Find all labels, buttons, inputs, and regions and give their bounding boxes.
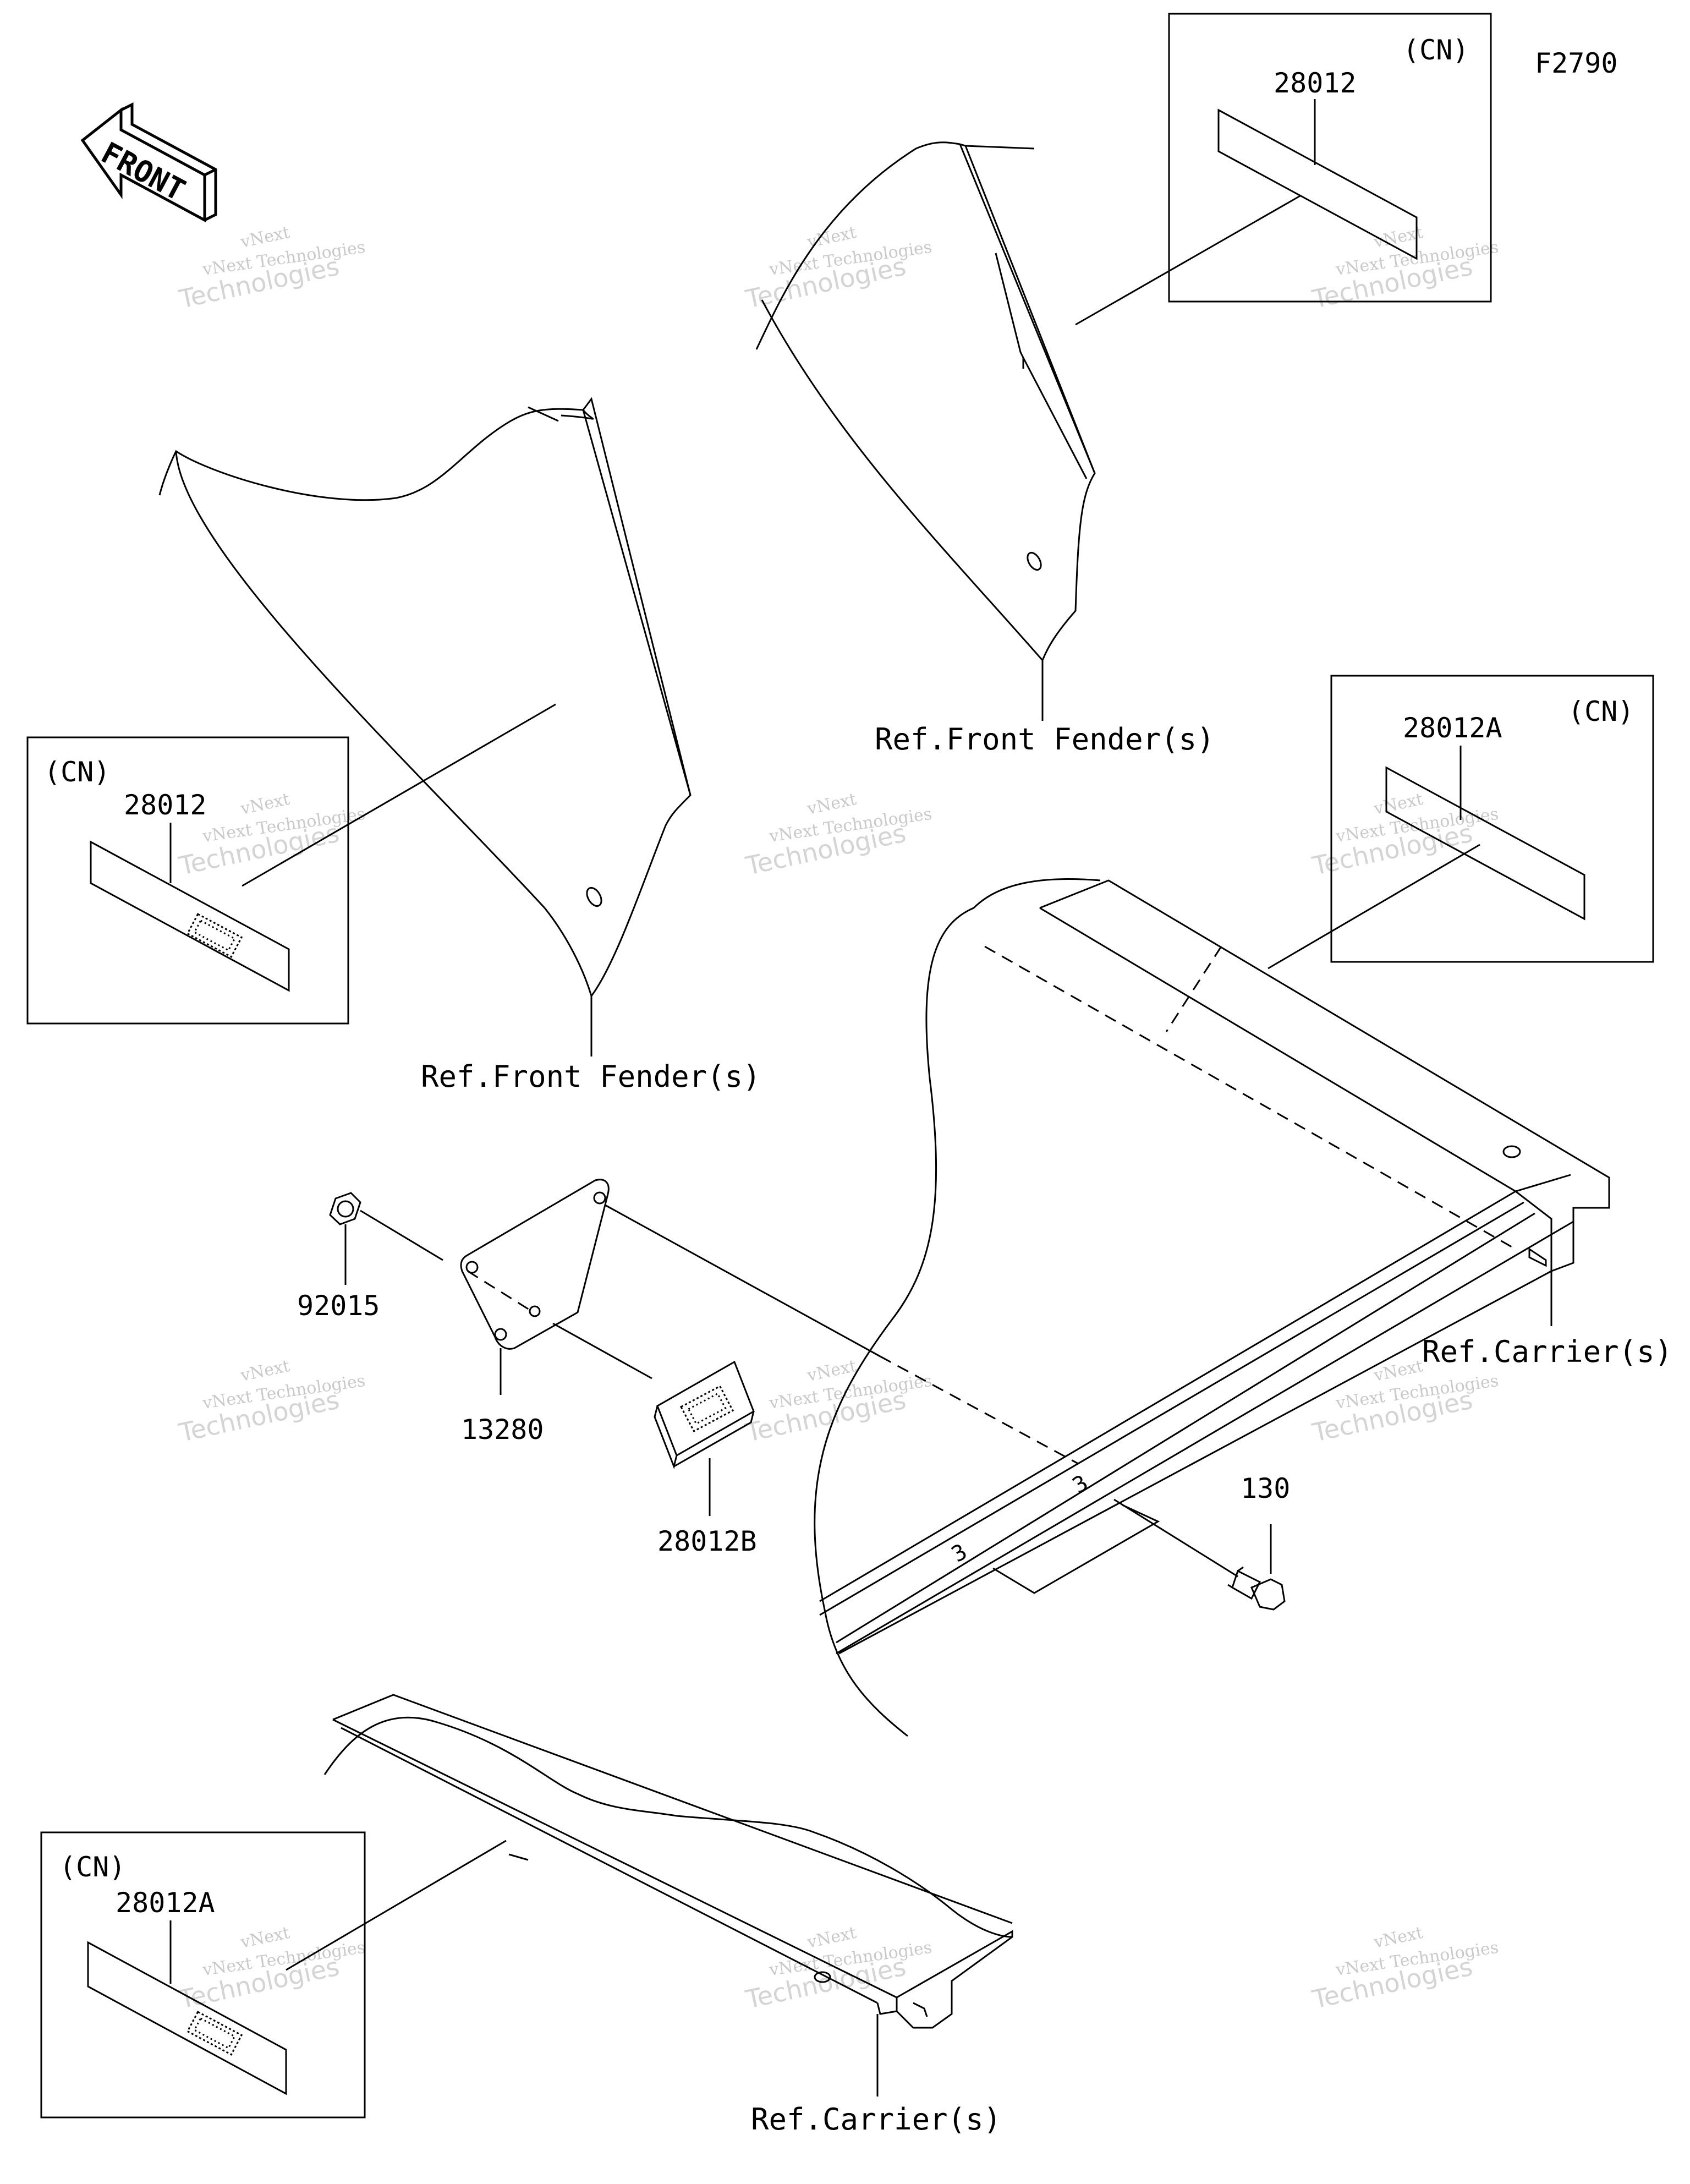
slot-mark: 3: [947, 1539, 972, 1568]
callout-28012a: 28012A: [1403, 712, 1502, 744]
watermark: vNext vNext Technologies Technologies: [743, 790, 933, 881]
front-fender-left: Ref.Front Fender(s): [158, 397, 761, 1094]
callout-28012: 28012: [124, 789, 207, 821]
cn-box-28012-top: (CN) 28012: [1075, 13, 1492, 326]
svg-text:vNext: vNext: [238, 223, 291, 252]
svg-text:vNext: vNext: [238, 1356, 291, 1386]
nut-92015: 92015: [297, 1192, 443, 1322]
ref-front-fender-left: Ref.Front Fender(s): [421, 1059, 761, 1094]
reflector-28012b: 28012B: [654, 1360, 757, 1557]
watermark: vNext vNext Technologies Technologies: [1309, 223, 1500, 314]
warning-label-icon: [186, 2011, 243, 2056]
svg-text:vNext: vNext: [805, 1356, 858, 1386]
svg-text:vNext: vNext: [1371, 790, 1424, 819]
region-tag-cn: (CN): [1403, 34, 1469, 66]
svg-text:vNext: vNext: [1371, 1356, 1424, 1386]
ref-front-fender-top: Ref.Front Fender(s): [875, 722, 1215, 757]
callout-28012: 28012: [1274, 67, 1357, 99]
callout-130: 130: [1241, 1473, 1290, 1504]
watermark: vNext vNext Technologies Technologies: [1309, 790, 1500, 881]
svg-text:vNext: vNext: [805, 1923, 858, 1952]
watermark: vNext vNext Technologies Technologies: [176, 1923, 366, 2015]
watermark: vNext vNext Technologies Technologies: [176, 1356, 366, 1448]
callout-13280: 13280: [461, 1414, 544, 1446]
front-arrow-icon: FRONT: [80, 102, 217, 223]
slot-mark: 3: [1068, 1470, 1093, 1499]
svg-text:vNext: vNext: [1371, 1923, 1424, 1952]
cn-box-28012a-bottom: (CN) 28012A: [40, 1831, 366, 2119]
region-tag-cn: (CN): [44, 756, 110, 788]
warning-label-icon: [679, 1385, 734, 1432]
region-tag-cn: (CN): [1568, 696, 1634, 727]
cn-box-28012a-right: (CN) 28012A: [1268, 675, 1654, 970]
bracket-13280: 13280: [460, 1179, 1079, 1465]
ref-carrier-bottom: Ref.Carrier(s): [751, 2102, 1001, 2137]
region-tag-cn: (CN): [59, 1851, 125, 1883]
figure-code: F2790: [1535, 47, 1618, 79]
callout-28012b: 28012B: [657, 1525, 757, 1557]
ref-carrier-right: Ref.Carrier(s): [1422, 1334, 1672, 1369]
cn-box-28012-left: (CN) 28012: [26, 736, 349, 1025]
svg-text:vNext: vNext: [805, 790, 858, 819]
watermark: vNext vNext Technologies Technologies: [1309, 1356, 1500, 1448]
front-fender-top: Ref.Front Fender(s): [755, 141, 1215, 757]
watermark: vNext vNext Technologies Technologies: [176, 223, 366, 314]
watermark: vNext vNext Technologies Technologies: [743, 223, 933, 314]
svg-text:vNext: vNext: [238, 1923, 291, 1952]
watermark: vNext vNext Technologies Technologies: [1309, 1923, 1500, 2015]
callout-28012a: 28012A: [116, 1887, 215, 1919]
callout-92015: 92015: [297, 1290, 380, 1322]
carrier-bottom: Ref.Carrier(s): [286, 1694, 1013, 2137]
carrier-main: 3 3 Ref.Carrier(s): [814, 878, 1672, 1737]
front-label: FRONT: [96, 135, 191, 208]
bolt-130: 130: [1113, 1473, 1290, 1611]
svg-text:vNext: vNext: [238, 790, 291, 819]
